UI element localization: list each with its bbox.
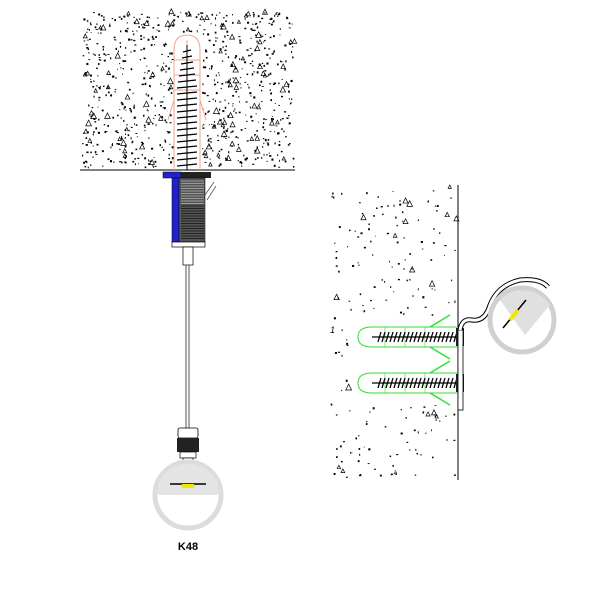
wall-anchors <box>357 314 464 406</box>
ceiling-concrete <box>80 8 298 171</box>
profile-k48-wall <box>487 285 557 355</box>
suspension-wire <box>185 265 190 430</box>
ceiling-mount-body <box>162 171 217 266</box>
profile-k48-suspended <box>152 459 224 531</box>
wall-bracket <box>457 277 550 411</box>
marker-label: 1 <box>330 325 335 335</box>
profile-label: K48 <box>178 541 198 553</box>
wall-concrete <box>330 184 460 480</box>
ceiling-screw <box>176 45 198 170</box>
